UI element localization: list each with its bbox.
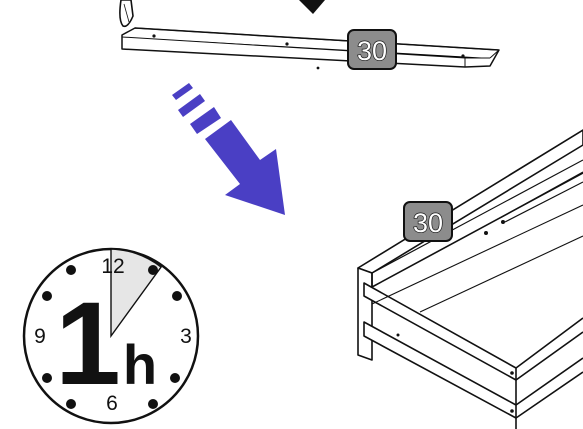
bed-frame xyxy=(357,129,583,429)
wood-board xyxy=(121,27,500,70)
part-label-badge: 30 xyxy=(347,29,397,70)
duration-value: 1 xyxy=(55,278,121,410)
part-number: 30 xyxy=(357,36,387,66)
clock-number-9: 9 xyxy=(34,325,46,348)
duration-unit: h xyxy=(123,333,157,396)
part-number: 30 xyxy=(413,208,443,238)
tool-icon xyxy=(119,0,134,28)
clock-icon: 12 3 6 9 1 h xyxy=(22,247,200,425)
clock-number-12: 12 xyxy=(101,255,124,278)
part-label-badge: 30 xyxy=(403,201,453,242)
down-arrow-icon xyxy=(299,0,325,14)
direction-arrow-icon xyxy=(172,83,285,215)
clock-number-6: 6 xyxy=(106,392,118,415)
clock-number-3: 3 xyxy=(180,325,192,348)
